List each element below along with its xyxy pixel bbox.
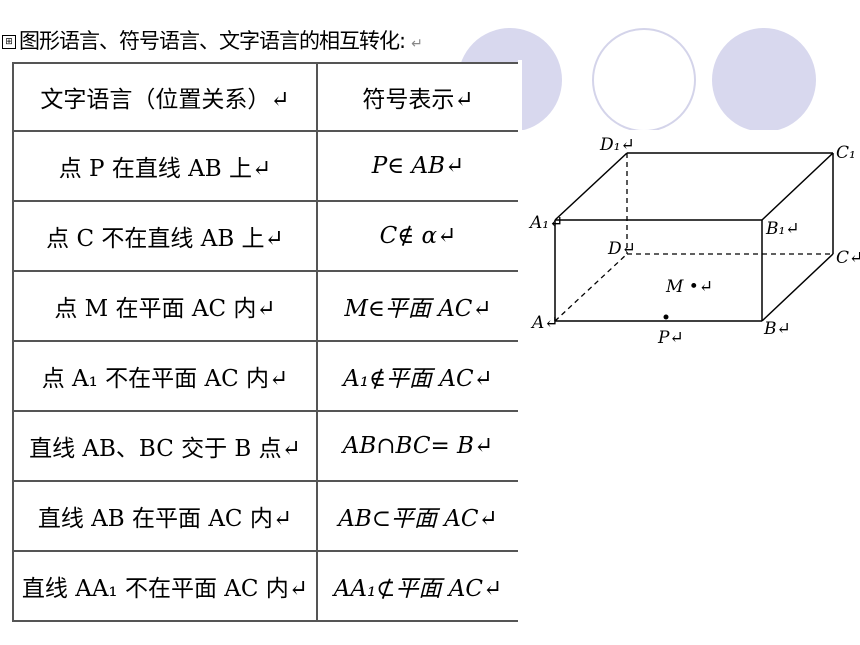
label-c: C↵ bbox=[836, 248, 860, 268]
label-a: A↵ bbox=[530, 313, 559, 333]
label-b1: B₁↵ bbox=[765, 219, 800, 239]
heading: ⊞图形语言、符号语言、文字语言的相互转化: ↵ bbox=[2, 26, 423, 56]
table-header-row: 文字语言（位置关系）↵ 符号表示↵ bbox=[12, 62, 518, 132]
table-row: 点 C 不在直线 AB 上↵ C∉ α↵ bbox=[12, 200, 518, 272]
point-p bbox=[663, 314, 669, 320]
cell-text: 点 M 在平面 AC 内↵ bbox=[12, 270, 318, 342]
edge-b1-c1 bbox=[761, 152, 834, 221]
table-row: 点 M 在平面 AC 内↵ M∈平面 AC↵ bbox=[12, 270, 518, 342]
label-m: M •↵ bbox=[665, 277, 713, 297]
decor-circle-2 bbox=[592, 28, 696, 132]
cell-symbol: M∈平面 AC↵ bbox=[317, 270, 518, 342]
label-a1: A₁↵ bbox=[528, 213, 563, 233]
cell-symbol: AA₁⊄平面 AC↵ bbox=[317, 550, 518, 622]
edge-a1-d1 bbox=[554, 152, 628, 221]
table-anchor-icon: ⊞ bbox=[2, 35, 16, 49]
decor-mask bbox=[518, 130, 860, 140]
cell-text: 点 A₁ 不在平面 AC 内↵ bbox=[12, 340, 318, 412]
header-text-language: 文字语言（位置关系）↵ bbox=[12, 62, 318, 132]
cell-text: 直线 AA₁ 不在平面 AC 内↵ bbox=[12, 550, 318, 622]
table-row: 点 P 在直线 AB 上↵ P∈ AB↵ bbox=[12, 130, 518, 202]
label-d: D↵ bbox=[607, 239, 636, 259]
heading-text: 图形语言、符号语言、文字语言的相互转化: bbox=[19, 29, 406, 53]
cell-symbol: A₁∉平面 AC↵ bbox=[317, 340, 518, 412]
cell-symbol: AB∩BC= B↵ bbox=[317, 410, 518, 482]
table-row: 直线 AB、BC 交于 B 点↵ AB∩BC= B↵ bbox=[12, 410, 518, 482]
table-right-clip bbox=[518, 60, 522, 620]
return-mark: ↵ bbox=[411, 36, 423, 52]
table-row: 直线 AB 在平面 AC 内↵ AB⊂平面 AC↵ bbox=[12, 480, 518, 552]
relation-table: 文字语言（位置关系）↵ 符号表示↵ 点 P 在直线 AB 上↵ P∈ AB↵ 点… bbox=[12, 62, 518, 622]
decor-circle-3 bbox=[712, 28, 816, 132]
edge-a-d-hidden bbox=[554, 253, 628, 322]
cell-symbol: P∈ AB↵ bbox=[317, 130, 518, 202]
table-row: 直线 AA₁ 不在平面 AC 内↵ AA₁⊄平面 AC↵ bbox=[12, 550, 518, 622]
label-p: P↵ bbox=[657, 328, 684, 348]
header-symbol: 符号表示↵ bbox=[317, 62, 518, 132]
cell-symbol: C∉ α↵ bbox=[317, 200, 518, 272]
cuboid-figure: D₁↵ C₁ A₁↵ B₁↵ D↵ C↵ M •↵ A↵ P↵ B↵ bbox=[528, 135, 860, 348]
cell-text: 点 C 不在直线 AB 上↵ bbox=[12, 200, 318, 272]
cell-symbol: AB⊂平面 AC↵ bbox=[317, 480, 518, 552]
cell-text: 直线 AB、BC 交于 B 点↵ bbox=[12, 410, 318, 482]
edge-b-c bbox=[761, 253, 834, 322]
cell-text: 直线 AB 在平面 AC 内↵ bbox=[12, 480, 318, 552]
label-c1: C₁ bbox=[836, 143, 856, 163]
label-b: B↵ bbox=[763, 319, 791, 339]
cell-text: 点 P 在直线 AB 上↵ bbox=[12, 130, 318, 202]
label-d1: D₁↵ bbox=[599, 135, 635, 155]
table-row: 点 A₁ 不在平面 AC 内↵ A₁∉平面 AC↵ bbox=[12, 340, 518, 412]
